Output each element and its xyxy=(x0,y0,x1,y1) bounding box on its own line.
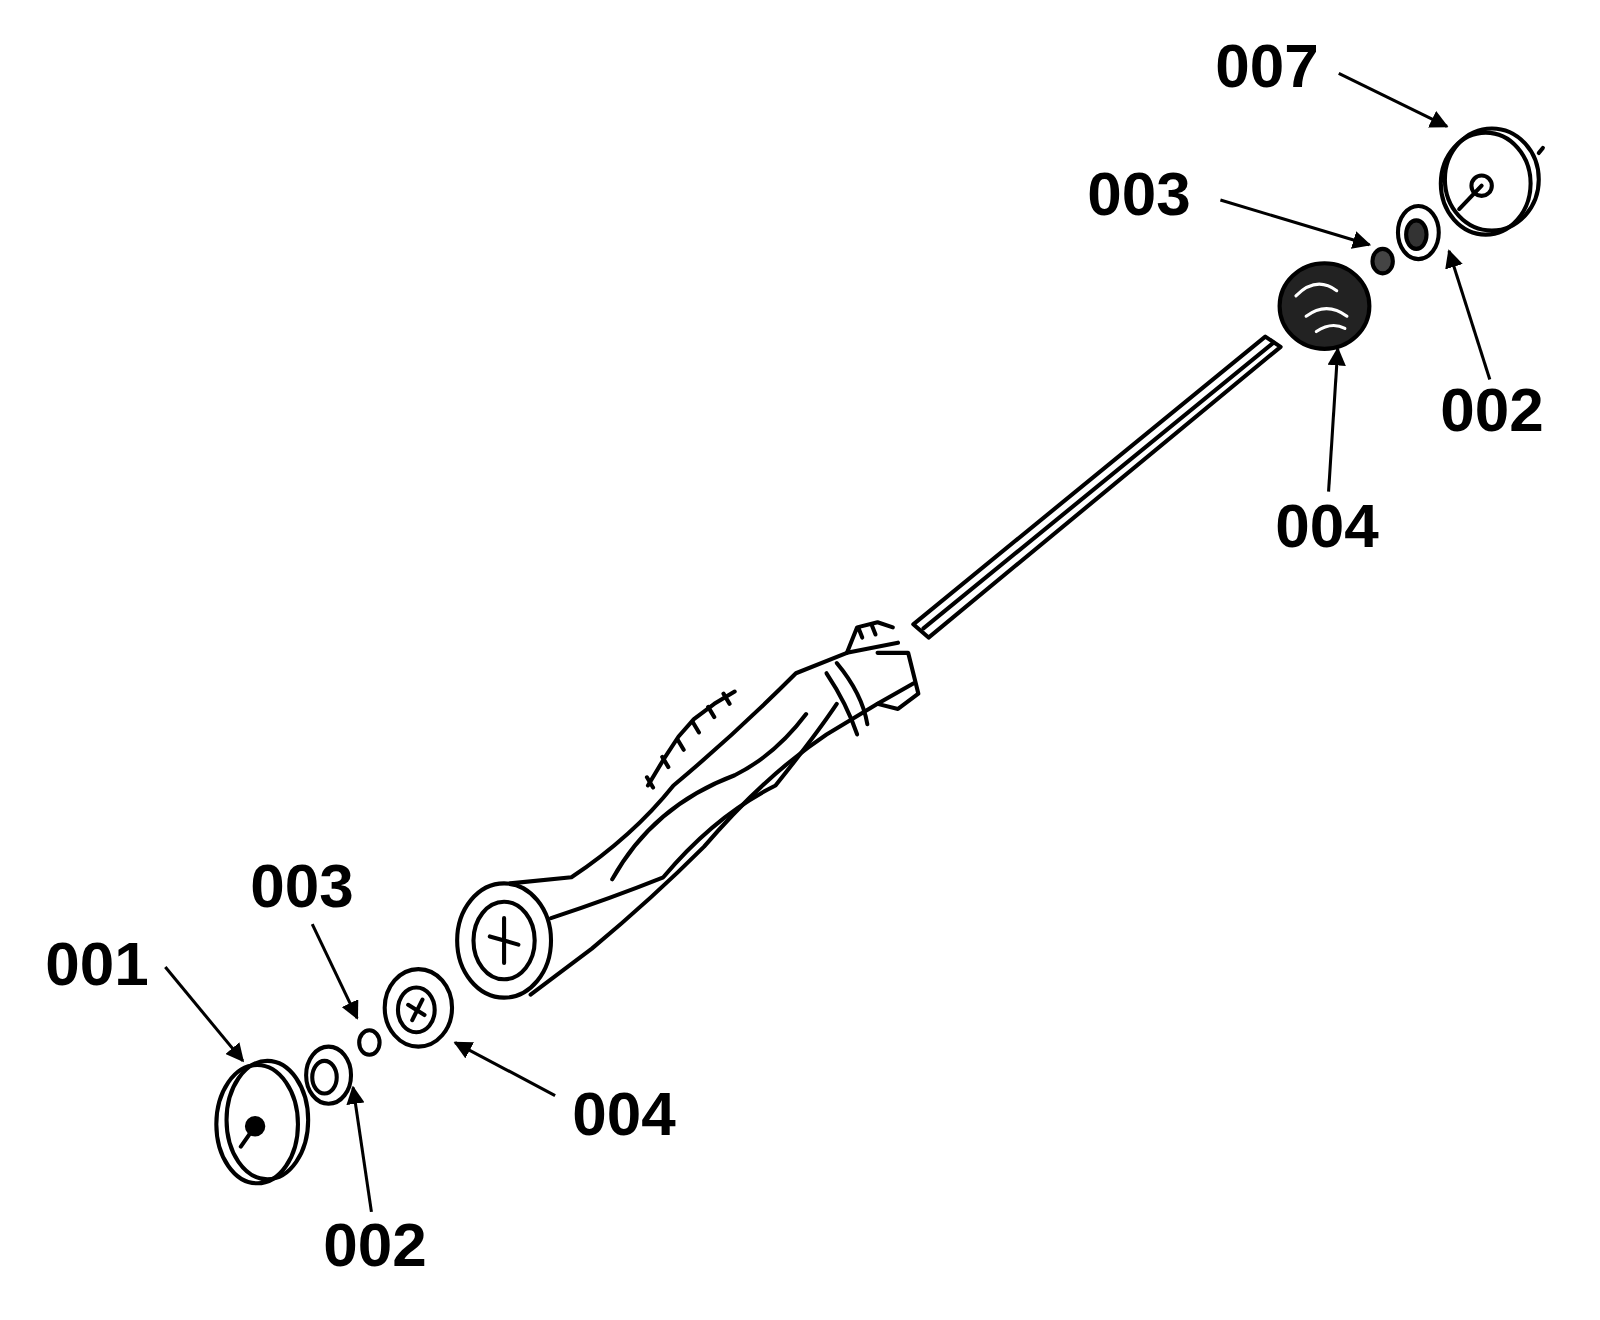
wheel xyxy=(216,1061,308,1183)
shaft xyxy=(913,337,1280,638)
wheel xyxy=(1441,129,1543,235)
callout-number: 004 xyxy=(572,1083,675,1145)
washer xyxy=(359,1030,379,1054)
leader-lines xyxy=(165,73,1489,1211)
callout-number: 001 xyxy=(45,933,148,995)
washer xyxy=(1372,249,1392,273)
end-cap xyxy=(385,969,452,1047)
callout-number: 003 xyxy=(1087,163,1190,225)
brush-roll xyxy=(457,622,918,997)
callout-number: 007 xyxy=(1215,35,1318,97)
callout-number: 003 xyxy=(250,855,353,917)
end-cap xyxy=(1280,263,1370,349)
callout-number: 004 xyxy=(1275,495,1378,557)
callout-number: 002 xyxy=(1440,379,1543,441)
bearing xyxy=(1398,206,1439,259)
bearing xyxy=(306,1047,351,1104)
callout-number: 002 xyxy=(323,1214,426,1276)
